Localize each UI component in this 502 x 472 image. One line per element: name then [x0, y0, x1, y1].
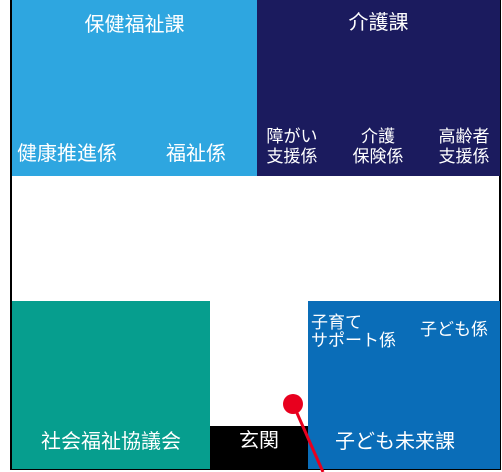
marker-dot-icon [283, 394, 303, 414]
room-hoken-fukushi[interactable]: 保健福祉課 健康推進係 福祉係 [12, 0, 257, 176]
room-title: 社会福祉協議会 [41, 429, 181, 453]
room-kodomo-mirai[interactable]: 子育て サポート係 子ども係 子ども未来課 [308, 301, 500, 469]
section-kaigo-hoken: 介護 保険係 [352, 127, 404, 167]
section-kodomo: 子ども係 [420, 320, 488, 340]
section-kenko-suishin: 健康推進係 [17, 141, 117, 165]
section-koreisha-shien: 高齢者 支援係 [438, 127, 490, 167]
entrance[interactable]: 玄関 [210, 426, 308, 469]
section-kosodate-support: 子育て サポート係 [311, 313, 396, 351]
section-fukushi: 福祉係 [166, 141, 226, 165]
room-kaigo[interactable]: 介護課 障がい 支援係 介護 保険係 高齢者 支援係 [257, 0, 500, 176]
room-shakai-fukushi-kyogikai[interactable]: 社会福祉協議会 [12, 301, 210, 469]
room-title: 保健福祉課 [84, 12, 185, 36]
room-title: 子ども未来課 [335, 429, 455, 453]
room-title: 介護課 [348, 10, 409, 34]
entrance-label: 玄関 [239, 428, 279, 452]
building-outline [10, 0, 501, 470]
marker-line [291, 403, 325, 472]
section-shogai-shien: 障がい 支援係 [266, 127, 318, 167]
